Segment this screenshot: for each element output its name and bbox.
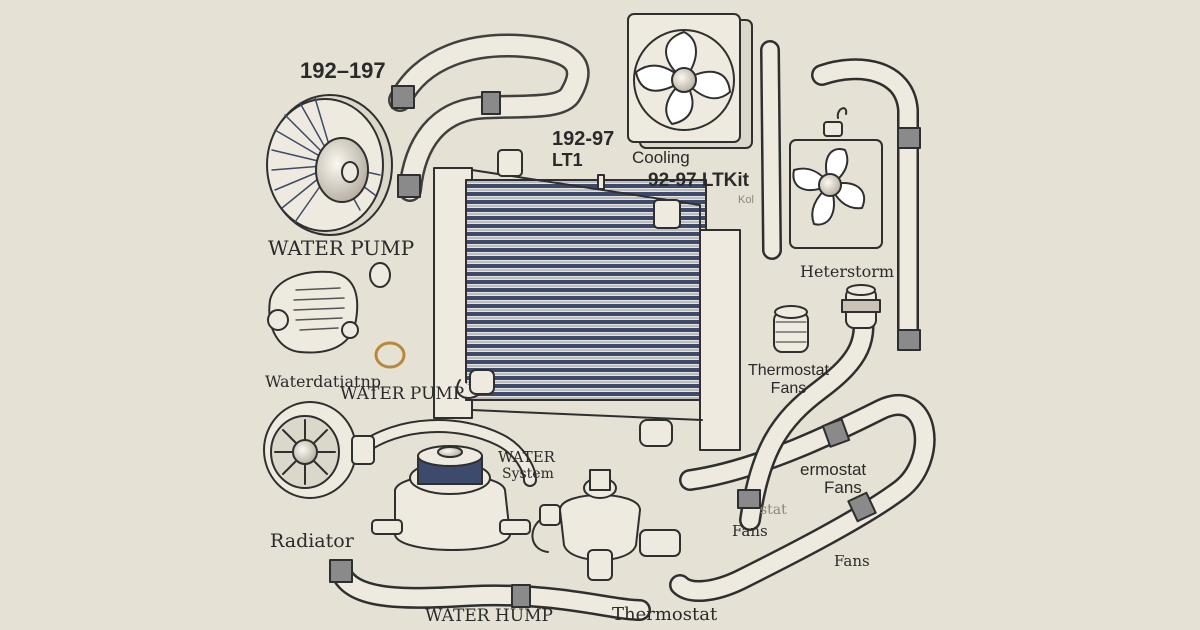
- engine-code-label: LT1: [552, 150, 583, 170]
- water-label: WATER: [498, 448, 555, 466]
- stat-label: stat: [760, 502, 787, 518]
- lower-right-hose: [669, 289, 936, 602]
- fans-right-label: Fans: [834, 552, 870, 570]
- fan-icon: [789, 107, 883, 249]
- model-years-label: 192–197: [300, 58, 386, 83]
- thermostat-fans-label-2: ermostat: [800, 460, 867, 479]
- thermostat-small-icon: [773, 305, 809, 353]
- thermostat-fans-label: Thermostat Fans: [748, 362, 829, 397]
- thermostat-icon: [531, 469, 681, 581]
- thermostat-bottom-label: Thermostat: [612, 604, 718, 625]
- shroud-fan-icon: [627, 13, 753, 149]
- bottom-hose: [329, 559, 651, 621]
- water-pump-icon: [267, 262, 406, 369]
- model-years-center-label: 192-97: [552, 128, 615, 150]
- cooling-label: Cooling: [632, 148, 690, 167]
- water-pump-label-1: WATER PUMP: [268, 236, 415, 260]
- fans-label-2: Fans: [824, 478, 862, 497]
- kit-subtext-label: Kol: [738, 194, 754, 206]
- heater-storm-label: Heterstorm: [800, 262, 895, 281]
- fans-small-label: Fans: [732, 522, 768, 540]
- radiator-icon: [433, 149, 741, 451]
- radiator-label: Radiator: [270, 530, 354, 552]
- system-label: System: [502, 466, 554, 482]
- water-pump-impeller-icon: [371, 445, 531, 551]
- bypass-hose: [353, 419, 537, 487]
- clutch-fan-icon: [266, 94, 393, 236]
- water-pump-label-2: WATER PUMP: [340, 384, 465, 404]
- water-radiator-pump-label: Waterdatiatnp: [265, 372, 381, 391]
- pump-housing-icon: [263, 401, 375, 499]
- upper-right-hose: [760, 40, 921, 351]
- upper-left-hose: [388, 33, 590, 202]
- water-hump-label: WATER HUMP: [425, 606, 553, 626]
- kit-title-label: 92-97 LTKit: [648, 170, 750, 191]
- thermostat-fitting: [841, 284, 881, 329]
